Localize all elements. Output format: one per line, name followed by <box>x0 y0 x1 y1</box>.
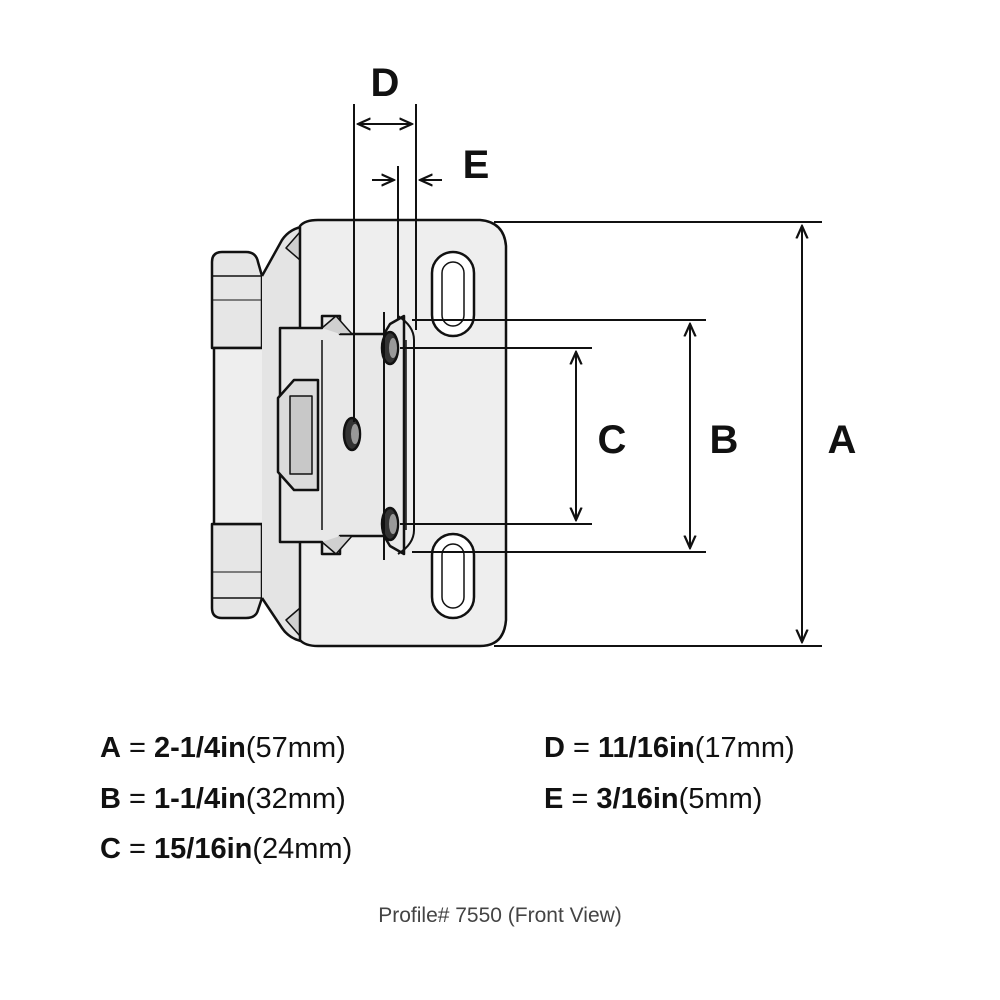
spec-D-equals: = <box>573 732 590 764</box>
spec-D-metric: (17mm) <box>694 732 795 764</box>
spec-E-equals: = <box>571 783 589 815</box>
hinge-leaf <box>278 314 406 556</box>
hinge-body <box>210 218 508 648</box>
spec-E-imperial: 3/16in <box>596 783 679 815</box>
profile-caption: Profile# 7550 (Front View) <box>378 904 622 927</box>
hinge-slot-bottom <box>430 532 476 620</box>
spec-B-equals: = <box>129 783 146 815</box>
spec-C: C = 15/16in(24mm) <box>100 832 352 866</box>
spec-E-metric: (5mm) <box>678 783 763 815</box>
spec-D-label: D <box>544 732 565 764</box>
spec-B-metric: (32mm) <box>245 783 346 815</box>
spec-A-imperial: 2-1/4in <box>154 732 246 764</box>
spec-C-equals: = <box>129 833 146 865</box>
spec-C-metric: (24mm) <box>252 833 353 865</box>
spec-C-label: C <box>100 833 121 865</box>
dim-letter-E: E <box>463 143 490 187</box>
dim-letter-A: A <box>828 418 857 462</box>
dim-letter-C: C <box>598 418 627 462</box>
spec-A-metric: (57mm) <box>245 732 346 764</box>
spec-E: E = 3/16in(5mm) <box>544 782 762 816</box>
spec-B-imperial: 1-1/4in <box>154 783 246 815</box>
spec-B: B = 1-1/4in(32mm) <box>100 782 346 816</box>
spec-A: A = 2-1/4in(57mm) <box>100 731 346 765</box>
hinge-slot-top <box>430 250 476 338</box>
spec-C-imperial: 15/16in <box>154 833 253 865</box>
spec-D-imperial: 11/16in <box>598 732 695 764</box>
dim-letter-B: B <box>710 418 739 462</box>
spec-A-label: A <box>100 732 121 764</box>
spec-E-label: E <box>544 783 564 815</box>
spec-A-equals: = <box>129 732 146 764</box>
spec-B-label: B <box>100 783 121 815</box>
dim-letter-D: D <box>371 61 400 105</box>
hinge-knuckle-bottom <box>210 522 264 620</box>
dimension-lines <box>353 104 822 647</box>
spec-D: D = 11/16in(17mm) <box>544 731 795 765</box>
